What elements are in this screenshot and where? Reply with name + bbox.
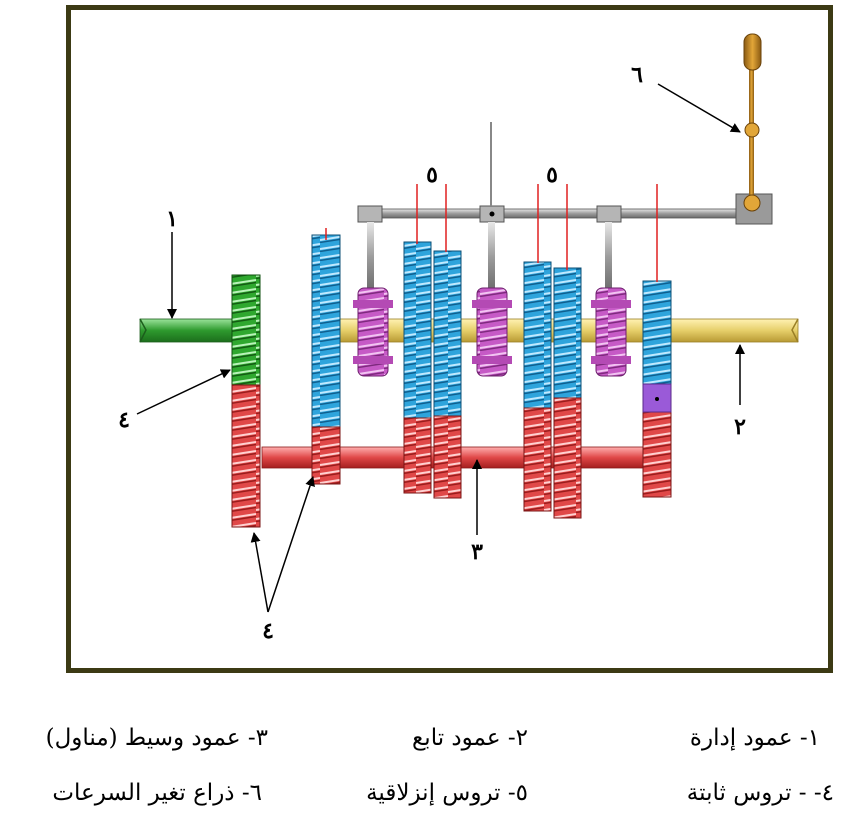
sliding-gear-5 — [553, 267, 582, 399]
callout-5b: ٥ — [546, 162, 558, 188]
lever-pivot — [744, 122, 760, 138]
legend-item-3: ٣- عمود وسيط (مناول) — [45, 725, 268, 751]
callout-2: ٢ — [734, 414, 746, 440]
shift-fork — [605, 222, 612, 292]
legend-item-4: ٤- - تروس ثابتة — [686, 780, 834, 806]
counter-gear-1 — [311, 426, 341, 485]
callout-1: ١ — [166, 206, 178, 232]
shift-fork — [367, 222, 374, 292]
legend-item-5: ٥- تروس إنزلاقية — [366, 780, 528, 806]
sliding-gear-3 — [433, 250, 462, 417]
sliding-gear-1 — [311, 234, 341, 428]
gearbox-diagram: ١ ٤ ٤ ٣ ٢ ٥ ٥ ٦ — [118, 33, 799, 644]
sliding-gear-6 — [642, 280, 672, 385]
synchro-collar-1 — [353, 287, 393, 377]
counter-gear-4 — [523, 407, 552, 512]
arrow-6 — [657, 83, 741, 133]
synchro-collar-2 — [472, 287, 512, 377]
counter-gear-6 — [642, 411, 672, 498]
synchro-collar-3 — [591, 287, 631, 377]
rod-block — [596, 205, 622, 223]
counter-gear-2 — [403, 417, 432, 494]
legend-item-1: ١- عمود إدارة — [689, 725, 820, 751]
callout-5a: ٥ — [426, 162, 438, 188]
arrow-4b-left — [250, 532, 269, 613]
callout-4b: ٤ — [262, 618, 274, 644]
counter-gear-5 — [553, 397, 582, 519]
sliding-gear-2 — [403, 241, 432, 419]
counter-gear-3 — [433, 415, 462, 499]
idler-pin — [655, 397, 659, 401]
fork-lines — [325, 184, 658, 282]
shift-rod — [357, 208, 744, 219]
driven-shaft-break — [791, 318, 799, 343]
callout-4a: ٤ — [118, 407, 130, 433]
gear-lever-knob — [743, 33, 762, 71]
lever-base-pivot — [743, 194, 761, 212]
input-gear — [231, 274, 261, 386]
callout-6: ٦ — [631, 62, 643, 88]
shift-fork — [488, 222, 495, 292]
sliding-gear-4 — [523, 261, 552, 409]
rod-pin — [489, 211, 495, 217]
arrow-4a — [136, 369, 231, 415]
legend-item-6: ٦- ذراع تغير السرعات — [52, 780, 262, 806]
legend-item-2: ٢- عمود تابع — [412, 725, 528, 751]
arrow-4b-right — [267, 476, 315, 613]
drive-shaft-break — [139, 318, 147, 343]
drive-shaft — [139, 318, 236, 343]
callout-3: ٣ — [471, 539, 483, 565]
rod-block — [357, 205, 383, 223]
counter-drive-gear — [231, 384, 261, 528]
